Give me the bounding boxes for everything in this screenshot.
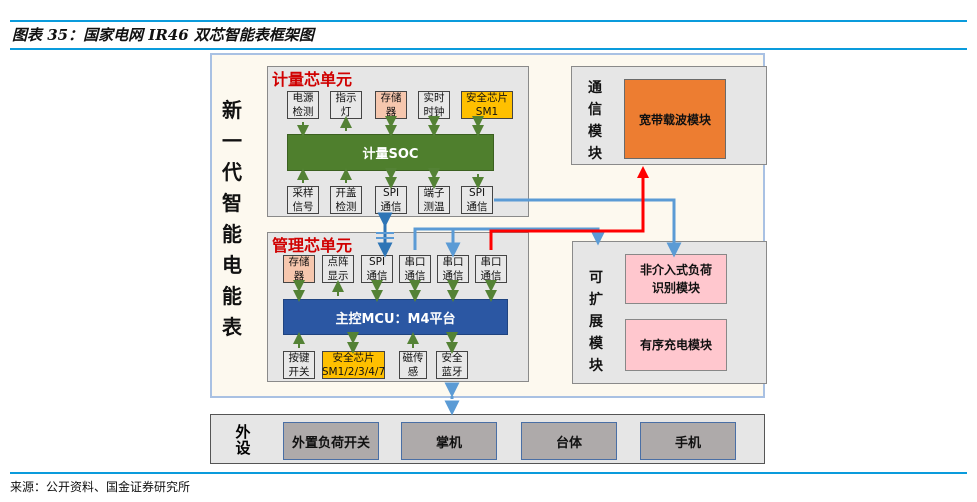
management-bottom-cell: 按键开关 — [283, 351, 315, 379]
metering-top-cell: 电源检测 — [287, 91, 319, 119]
meter-label-char: 智 — [222, 191, 242, 215]
management-top-cell: 点阵显示 — [322, 255, 354, 283]
metering-bottom-cell: 开盖检测 — [330, 186, 362, 214]
meter-label-char: 表 — [222, 315, 242, 339]
broadband-carrier-module: 宽带载波模块 — [624, 79, 726, 159]
peripheral-test-bench: 台体 — [521, 422, 617, 460]
management-top-cell: 串口通信 — [437, 255, 469, 283]
metering-top-cell: 指示灯 — [330, 91, 362, 119]
meter-label-char: 代 — [222, 160, 242, 184]
figure-source: 来源：公开资料、国金证券研究所 — [10, 480, 191, 494]
peripheral-handheld: 掌机 — [401, 422, 497, 460]
management-bottom-cell: 磁传感 — [399, 351, 427, 379]
peripheral-load-switch: 外置负荷开关 — [283, 422, 379, 460]
metering-bottom-cell: 端子测温 — [418, 186, 450, 214]
comm-module-label: 通 信 模 块 — [588, 80, 602, 162]
meter-label-char: 一 — [222, 129, 242, 153]
main-control-mcu: 主控MCU：M4平台 — [283, 299, 508, 335]
management-top-cell: 串口通信 — [399, 255, 431, 283]
spi-to-nonintrusive-link — [494, 198, 682, 258]
meter-label-char: 电 — [222, 253, 242, 277]
meter-label: 新 一 代 智 能 电 能 表 — [219, 95, 245, 343]
figure-title: 图表 35：国家电网 IR46 双芯智能表框架图 — [12, 26, 314, 44]
top-rule — [10, 20, 967, 22]
metering-top-cell: 实时时钟 — [418, 91, 450, 119]
metering-unit-title: 计量芯单元 — [272, 70, 353, 89]
bottom-rule — [10, 472, 967, 474]
meter-label-char: 新 — [222, 98, 242, 122]
expansion-module-label: 可 扩 展 模 块 — [589, 270, 603, 374]
peripheral-phone: 手机 — [640, 422, 736, 460]
serial-bus-link — [413, 227, 606, 250]
nonintrusive-load-module: 非介入式负荷识别模块 — [625, 254, 727, 304]
meter-label-char: 能 — [222, 284, 242, 308]
metering-top-cell: 存储器 — [375, 91, 407, 119]
meter-label-char: 能 — [222, 222, 242, 246]
metering-bottom-cell: 采样信号 — [287, 186, 319, 214]
serial-to-carrier-link — [489, 166, 649, 250]
title-rule — [10, 48, 967, 50]
management-top-cell: 串口通信 — [475, 255, 507, 283]
management-unit-title: 管理芯单元 — [272, 236, 353, 255]
peripherals-label: 外 设 — [235, 423, 251, 457]
ordered-charging-module: 有序充电模块 — [625, 319, 727, 371]
